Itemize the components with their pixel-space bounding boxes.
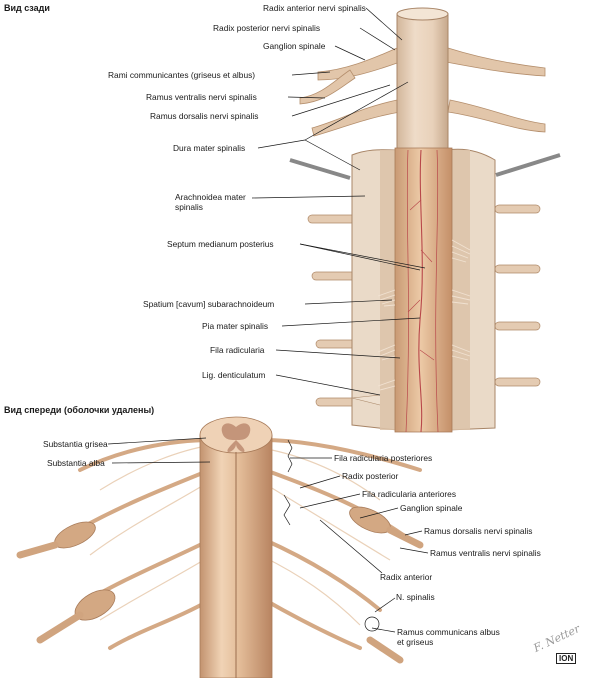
retractor-left	[289, 158, 351, 180]
label-radix-posterior-bottom: Radix posterior	[342, 471, 399, 481]
label-pia-mater: Pia mater spinalis	[202, 321, 269, 331]
label-dura-mater: Dura mater spinalis	[173, 143, 246, 153]
label-radix-anterior-bottom: Radix anterior	[380, 572, 433, 582]
dura-cut-end	[396, 7, 449, 21]
spinal-nerve-left-1	[307, 214, 359, 224]
label-ramus-ventralis-bottom: Ramus ventralis nervi spinalis	[430, 548, 541, 558]
ramus-ventralis-top	[299, 69, 356, 105]
label-ramus-ventralis-top: Ramus ventralis nervi spinalis	[146, 92, 257, 102]
retractor-right	[495, 153, 561, 177]
nerve-root-right-1	[445, 47, 546, 77]
nerve-root-left-2	[311, 99, 401, 137]
posterior-view-drawing	[289, 7, 561, 433]
label-ramus-dorsalis-bottom: Ramus dorsalis nervi spinalis	[424, 526, 533, 536]
label-arachnoidea-line1: Arachnoidea mater	[175, 192, 246, 202]
leader-lines	[107, 7, 429, 633]
spinal-nerve-left-4	[315, 397, 357, 407]
title-anterior-view: Вид спереди (оболочки удалены)	[4, 405, 155, 415]
rootlet-upper-right	[260, 438, 422, 472]
label-radix-posterior: Radix posterior nervi spinalis	[213, 23, 321, 33]
rootlet-upper-left	[78, 438, 214, 472]
spinal-nerve-right-4	[494, 377, 541, 387]
label-ganglion-spinale-bottom: Ganglion spinale	[400, 503, 463, 513]
grey-matter	[221, 423, 251, 440]
nerve-root-left-1	[317, 47, 401, 81]
label-substantia-grisea: Substantia grisea	[43, 439, 108, 449]
dura-tube-top	[396, 13, 449, 151]
anterior-view-drawing	[16, 416, 424, 678]
label-fila-radicularia-posteriores: Fila radicularia posteriores	[334, 453, 433, 463]
label-fila-radicularia-anteriores: Fila radicularia anteriores	[362, 489, 457, 499]
publisher-logo: ION	[556, 653, 577, 664]
label-ramus-communicans-line1: Ramus communicans albus	[397, 627, 500, 637]
spinal-nerve-right-1	[494, 204, 541, 214]
ligamentum-denticulatum	[351, 394, 381, 406]
label-ganglion-spinale-top: Ganglion spinale	[263, 41, 326, 51]
label-substantia-alba: Substantia alba	[47, 458, 105, 468]
ramus-dorsalis-bottom	[386, 526, 424, 549]
label-ramus-communicans-line2: et griseus	[397, 637, 434, 647]
label-spatium: Spatium [cavum] subarachnoideum	[143, 299, 275, 309]
label-lig-denticulatum: Lig. denticulatum	[202, 370, 266, 380]
label-ramus-dorsalis-top: Ramus dorsalis nervi spinalis	[150, 111, 259, 121]
label-fila-radicularia: Fila radicularia	[210, 345, 265, 355]
spinal-cord-posterior	[394, 147, 453, 433]
posterior-vessel-right	[435, 149, 439, 433]
spinal-nerve-right-2	[494, 264, 541, 274]
label-septum: Septum medianum posterius	[167, 239, 274, 249]
ramus-communicans-loop	[364, 616, 380, 632]
posterior-vessel-center	[418, 149, 423, 433]
spinal-nerve-right-3	[494, 321, 541, 331]
spinal-nerve-left-2	[311, 271, 359, 281]
nerve-root-right-2	[447, 99, 546, 133]
title-posterior-view: Вид сзади	[4, 3, 50, 13]
posterior-vessel-left	[405, 149, 409, 433]
label-rami-communicantes: Rami communicantes (griseus et albus)	[108, 70, 256, 80]
label-n-spinalis: N. spinalis	[396, 592, 435, 602]
label-radix-anterior: Radix anterior nervi spinalis	[263, 3, 366, 13]
label-arachnoidea-line2: spinalis	[175, 202, 203, 212]
